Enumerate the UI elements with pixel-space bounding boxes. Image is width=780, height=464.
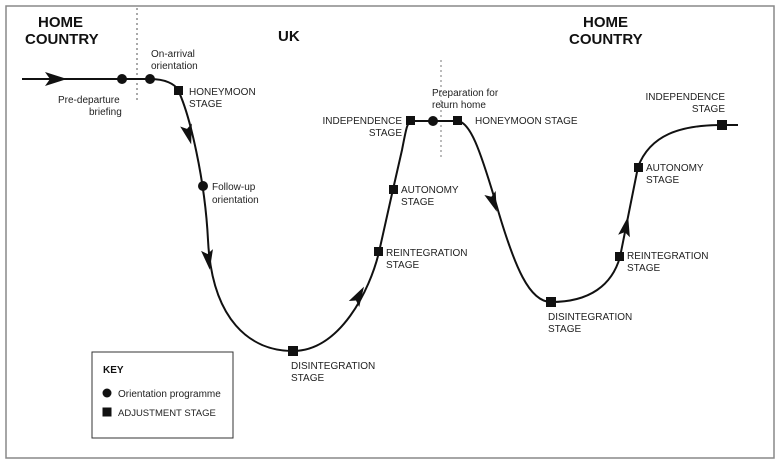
- arrow-icon: [180, 123, 192, 145]
- label-preparation: Preparation for: [432, 88, 499, 99]
- label-on-arrival: orientation: [151, 61, 198, 72]
- circle-icon: [102, 388, 112, 398]
- label-autonomy-1: STAGE: [401, 197, 434, 208]
- label-follow-up: Follow-up: [212, 182, 256, 193]
- square-icon: [102, 407, 112, 417]
- label-reintegration-1: REINTEGRATION: [386, 248, 467, 259]
- label-honeymoon-2: HONEYMOON STAGE: [475, 116, 578, 127]
- orientation-dot: [198, 181, 208, 191]
- label-honeymoon-1: HONEYMOON: [189, 87, 256, 98]
- label-preparation: return home: [432, 100, 486, 111]
- stage-square: [406, 116, 415, 125]
- arrow-icon: [618, 216, 630, 238]
- stage-square: [634, 163, 643, 172]
- orientation-dot: [117, 74, 127, 84]
- stage-square: [174, 86, 183, 95]
- stage-square: [389, 185, 398, 194]
- label-pre-departure: briefing: [89, 107, 122, 118]
- orientation-dot: [428, 116, 438, 126]
- key-legend: KEY Orientation programme ADJUSTMENT STA…: [91, 351, 234, 439]
- orientation-dot: [145, 74, 155, 84]
- label-reintegration-1: STAGE: [386, 260, 419, 271]
- region-home-right-1: HOME: [583, 14, 628, 31]
- label-autonomy-2: AUTONOMY: [646, 163, 704, 174]
- label-on-arrival: On-arrival: [151, 49, 195, 60]
- arrow-icon: [201, 249, 213, 270]
- stage-square: [288, 346, 298, 356]
- label-autonomy-1: AUTONOMY: [401, 185, 459, 196]
- region-uk: UK: [278, 28, 300, 45]
- stage-square: [453, 116, 462, 125]
- key-circle-label: Orientation programme: [118, 389, 221, 400]
- label-autonomy-2: STAGE: [646, 175, 679, 186]
- label-disintegration-2: STAGE: [548, 324, 581, 335]
- stage-square: [717, 120, 727, 130]
- adjustment-curve: [22, 78, 738, 353]
- label-independence-2: STAGE: [692, 104, 725, 115]
- region-home-right-2: COUNTRY: [569, 31, 643, 48]
- label-honeymoon-1: STAGE: [189, 99, 222, 110]
- label-disintegration-2: DISINTEGRATION: [548, 312, 632, 323]
- key-square-label: ADJUSTMENT STAGE: [118, 408, 216, 419]
- label-independence-1: INDEPENDENCE: [323, 116, 403, 127]
- arrow-icon: [484, 190, 497, 212]
- label-independence-2: INDEPENDENCE: [646, 92, 726, 103]
- label-disintegration-1: STAGE: [291, 373, 324, 384]
- key-title: KEY: [103, 365, 124, 376]
- stage-square: [546, 297, 556, 307]
- label-disintegration-1: DISINTEGRATION: [291, 361, 375, 372]
- label-independence-1: STAGE: [369, 128, 402, 139]
- label-follow-up: orientation: [212, 195, 259, 206]
- stage-square: [615, 252, 624, 261]
- stage-square: [374, 247, 383, 256]
- region-home-left-2: COUNTRY: [25, 31, 99, 48]
- arrow-icon: [45, 72, 67, 86]
- region-home-left-1: HOME: [38, 14, 83, 31]
- frame: [5, 5, 775, 459]
- label-reintegration-2: REINTEGRATION: [627, 251, 708, 262]
- label-pre-departure: Pre-departure: [58, 95, 120, 106]
- arrow-icon: [348, 286, 364, 307]
- label-reintegration-2: STAGE: [627, 263, 660, 274]
